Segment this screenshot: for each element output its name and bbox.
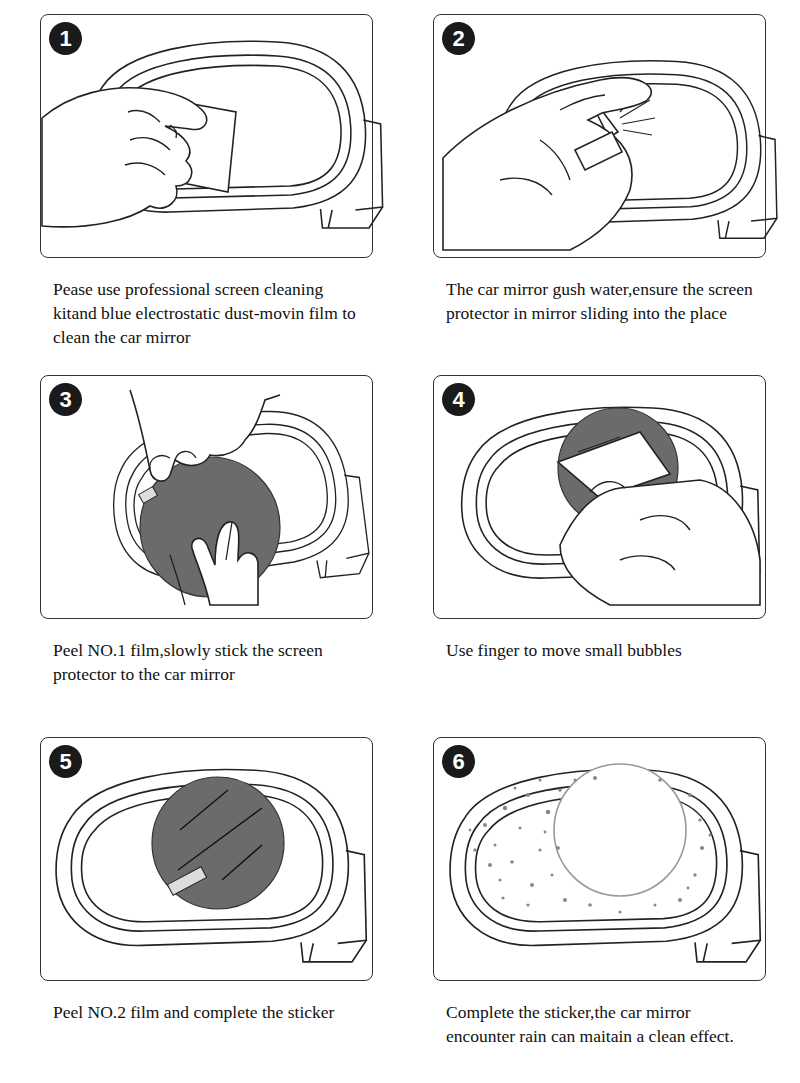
step-number-text: 4 [452,389,464,411]
step-number: 6 [442,745,475,778]
step-caption: The car mirror gush water,ensure the scr… [446,277,764,325]
step-caption: Peel NO.2 film and complete the sticker [53,1000,371,1024]
step-number-text: 6 [452,751,464,773]
step-caption: Complete the sticker,the car mirror enco… [446,1000,764,1048]
step-panel: Use finger to move small bubbles4 [433,375,766,619]
step1-art [42,41,383,228]
step-caption: Use finger to move small bubbles [446,638,764,662]
step-number: 3 [49,383,82,416]
step-number: 1 [49,22,82,55]
step-panel: Complete the sticker,the car mirror enco… [433,737,766,981]
step-panel: Peel NO.2 film and complete the sticker5 [40,737,373,981]
step-caption: Peel NO.1 film,slowly stick the screen p… [53,638,371,686]
step-number: 5 [49,745,82,778]
step5-art [56,770,366,962]
step-number-text: 5 [59,751,71,773]
step-number: 4 [442,383,475,416]
step-number-text: 3 [59,389,71,411]
step-panel: Pease use professional screen cleaning k… [40,14,373,258]
step-number-text: 2 [452,28,464,50]
step-caption: Pease use professional screen cleaning k… [53,277,371,349]
step-number: 2 [442,22,475,55]
step-panel: The car mirror gush water,ensure the scr… [433,14,766,258]
step4-art [462,407,760,605]
step-number-text: 1 [59,28,71,50]
step3-art [105,390,371,605]
step2-art [443,61,777,250]
step6-art [450,764,760,962]
step-panel: Peel NO.1 film,slowly stick the screen p… [40,375,373,619]
